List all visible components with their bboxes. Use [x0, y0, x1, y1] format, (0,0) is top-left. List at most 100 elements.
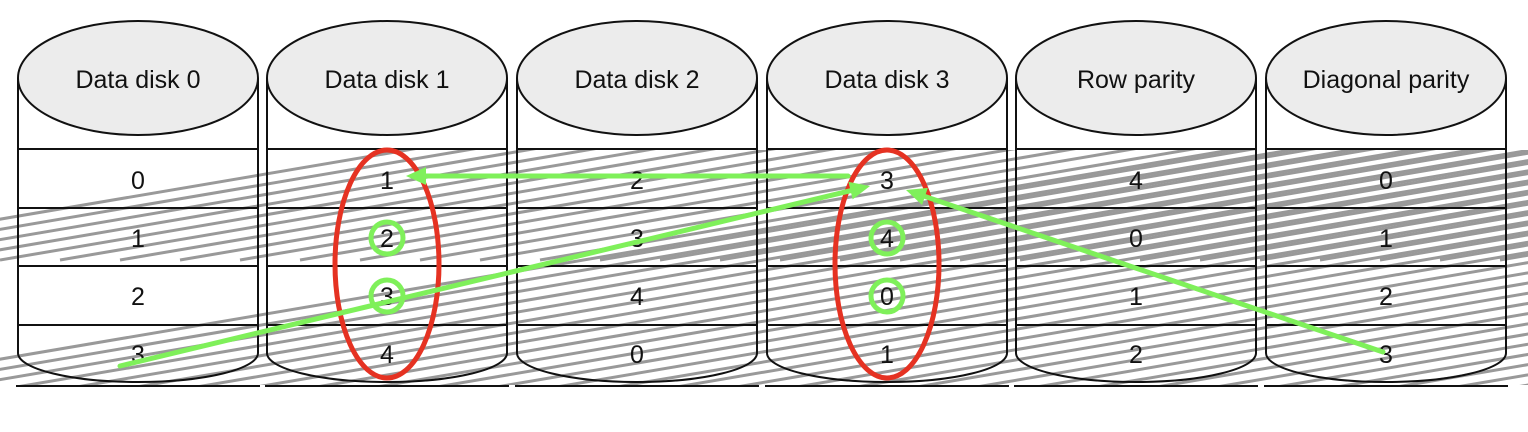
- disk-label: Data disk 1: [324, 66, 449, 94]
- arrowhead-icon: [848, 181, 870, 200]
- block-cell: 4: [380, 341, 394, 369]
- diagonal-stripe: [1019, 172, 1528, 262]
- block-cell: 3: [1379, 341, 1393, 369]
- disk-body-outline: [17, 78, 259, 383]
- diagonal-stripe: [1139, 192, 1528, 262]
- diagonal-stripe: [779, 150, 1437, 262]
- disk-top-cap: [766, 20, 1008, 136]
- block-cell: 3: [880, 167, 894, 195]
- block-cell: 1: [380, 167, 394, 195]
- diagonal-stripe: [0, 150, 597, 252]
- diagonal-stripe: [559, 220, 1528, 385]
- diagonal-stripe: [419, 150, 1077, 262]
- diagonal-stripe: [19, 150, 1420, 385]
- diagonal-stripe: [739, 250, 1528, 385]
- diagonal-stripe: [679, 240, 1528, 385]
- diagonal-stripe: [359, 150, 1017, 262]
- diagonal-stripe: [1039, 301, 1528, 385]
- disk-data-disk-3: Data disk 3 3 4 0 1: [766, 20, 1008, 383]
- diagonal-stripe: [379, 189, 1528, 385]
- diagonal-stripe: [0, 150, 417, 221]
- block-cell: 2: [1129, 341, 1143, 369]
- block-cell: 4: [880, 225, 894, 253]
- diagonal-stripe: [0, 150, 657, 262]
- circled-block: [868, 219, 906, 257]
- diagonal-stripe: [0, 150, 537, 242]
- block-cell: 4: [1129, 167, 1143, 195]
- diagonal-stripes: [0, 150, 1528, 385]
- block-cell: 3: [380, 283, 394, 311]
- block-cell: 3: [630, 225, 644, 253]
- diagonal-stripe: [119, 150, 777, 262]
- diagonal-stripe: [1499, 253, 1528, 262]
- disk-diagonal-parity: Diagonal parity 0 1 2 3: [1265, 20, 1507, 383]
- disk-top-cap: [1015, 20, 1257, 136]
- block-cell: 4: [630, 283, 644, 311]
- circled-block: [868, 277, 906, 315]
- block-cell: 0: [131, 167, 145, 195]
- failed-disk-oval: [332, 147, 442, 381]
- disk-row-parity: Row parity 4 0 1 2: [1015, 20, 1257, 383]
- disk-body-outline: [1015, 78, 1257, 383]
- block-cell: 1: [1379, 225, 1393, 253]
- diagonal-stripe: [139, 150, 1528, 385]
- circled-block: [368, 219, 406, 257]
- diagonal-stripe: [299, 150, 957, 262]
- diagonal-stripe: [179, 150, 837, 262]
- diagonal-stripe: [199, 159, 1528, 385]
- disk-body-outline: [766, 78, 1008, 383]
- diagonal-stripe: [1079, 182, 1528, 262]
- block-cell: 2: [1379, 283, 1393, 311]
- diagonal-stripe: [659, 150, 1317, 262]
- diagonal-stripe: [259, 169, 1528, 385]
- diagonal-stripe: [499, 210, 1528, 385]
- block-cell: 1: [1129, 283, 1143, 311]
- diagonal-stripe: [0, 150, 477, 231]
- diagonal-stripe: [979, 291, 1528, 385]
- diagonal-stripe: [59, 150, 717, 262]
- disk-top-cap: [266, 20, 508, 136]
- disk-label: Data disk 3: [824, 66, 949, 94]
- failed-disk-oval: [832, 147, 942, 381]
- disk-top-cap: [1265, 20, 1507, 136]
- diagonal-stripe: [919, 281, 1528, 385]
- diagonal-stripe: [1219, 332, 1528, 385]
- disk-label: Diagonal parity: [1303, 66, 1470, 94]
- block-cell: 0: [880, 283, 894, 311]
- block-cell: 0: [1379, 167, 1393, 195]
- recovery-arrow-line: [922, 193, 1386, 355]
- disk-label: Data disk 0: [75, 66, 200, 94]
- disk-body-outline: [516, 78, 758, 383]
- block-cell: 1: [131, 225, 145, 253]
- diagonal-stripe: [479, 150, 1137, 262]
- diagonal-stripe: [619, 230, 1528, 385]
- disk-top-cap: [516, 20, 758, 136]
- diagonal-stripe: [859, 271, 1528, 385]
- recovery-arrow-line: [117, 188, 854, 369]
- arrowhead-icon: [906, 187, 928, 205]
- diagonal-stripe: [719, 150, 1377, 262]
- diagonal-stripe: [319, 179, 1528, 385]
- disk-label: Row parity: [1077, 66, 1196, 94]
- diagonal-stripe: [839, 150, 1497, 262]
- disk-label: Data disk 2: [574, 66, 699, 94]
- diagonal-stripe: [0, 150, 1300, 371]
- diagonal-stripe: [539, 150, 1197, 262]
- diagonal-stripe: [799, 261, 1528, 385]
- diagonal-stripe: [79, 150, 1480, 385]
- disk-body-outline: [1265, 78, 1507, 383]
- block-cell: 2: [131, 283, 145, 311]
- block-cell: 2: [630, 167, 644, 195]
- disk-top-cap: [17, 20, 259, 136]
- disk-data-disk-2: Data disk 2 2 3 4 0: [516, 20, 758, 383]
- diagonal-stripe: [1159, 322, 1528, 385]
- block-cell: 0: [1129, 225, 1143, 253]
- arrowhead-icon: [406, 167, 426, 185]
- disk-data-disk-1: Data disk 1 1 2 3 4: [266, 20, 508, 383]
- block-cell: 2: [380, 225, 394, 253]
- diagonal-stripe: [899, 151, 1528, 262]
- block-cell: 0: [630, 341, 644, 369]
- block-cell: 1: [880, 341, 894, 369]
